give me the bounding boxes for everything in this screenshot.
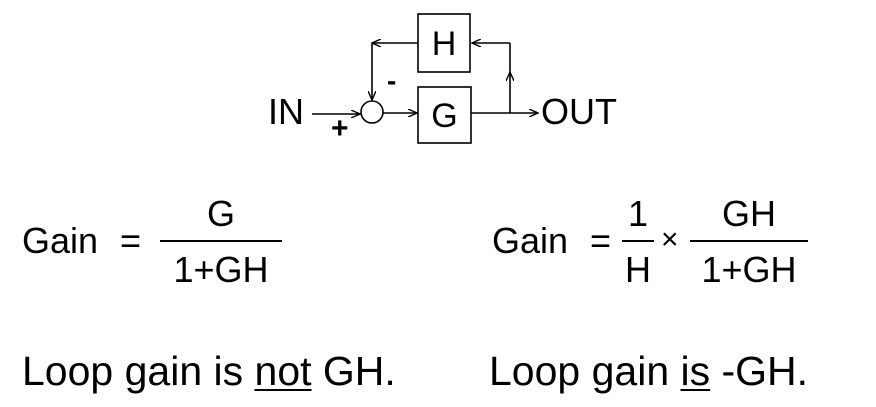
equation-right-lhs: Gain — [492, 220, 569, 261]
equation-left-numerator: G — [206, 193, 235, 234]
h-block-label: H — [432, 25, 457, 63]
equation-left-lhs: Gain — [22, 220, 99, 261]
output-label: OUT — [541, 91, 617, 132]
note-right: Loop gain is -GH. — [489, 351, 808, 392]
note-right-suffix: -GH. — [710, 348, 809, 394]
note-right-prefix: Loop gain — [489, 348, 681, 394]
plus-sign: + — [331, 112, 349, 145]
equation-right-frac2-numerator: GH — [722, 193, 776, 234]
note-left-prefix: Loop gain is — [22, 348, 255, 394]
equation-right-times: × — [661, 223, 679, 256]
equation-right-frac1-numerator: 1 — [627, 193, 649, 234]
equation-left-equals: = — [120, 220, 142, 261]
equation-right-frac1-denominator: H — [625, 249, 651, 290]
equation-right-frac1-bar — [622, 240, 654, 242]
equation-left-fraction-bar — [160, 240, 282, 242]
g-block-label: G — [431, 97, 457, 135]
input-label: IN — [268, 91, 304, 132]
equation-right-frac2-bar — [690, 240, 808, 242]
equation-left-denominator: 1+GH — [173, 249, 269, 290]
note-left-emphasis: not — [254, 348, 312, 394]
equation-right-frac2-denominator: 1+GH — [701, 249, 797, 290]
note-left: Loop gain is not GH. — [22, 351, 396, 392]
note-right-emphasis: is — [680, 348, 711, 394]
summing-junction — [360, 100, 384, 124]
g-block — [417, 86, 472, 144]
note-left-suffix: GH. — [311, 348, 396, 394]
equation-right-equals: = — [590, 220, 612, 261]
h-block — [417, 13, 471, 73]
minus-sign: - — [387, 65, 396, 96]
